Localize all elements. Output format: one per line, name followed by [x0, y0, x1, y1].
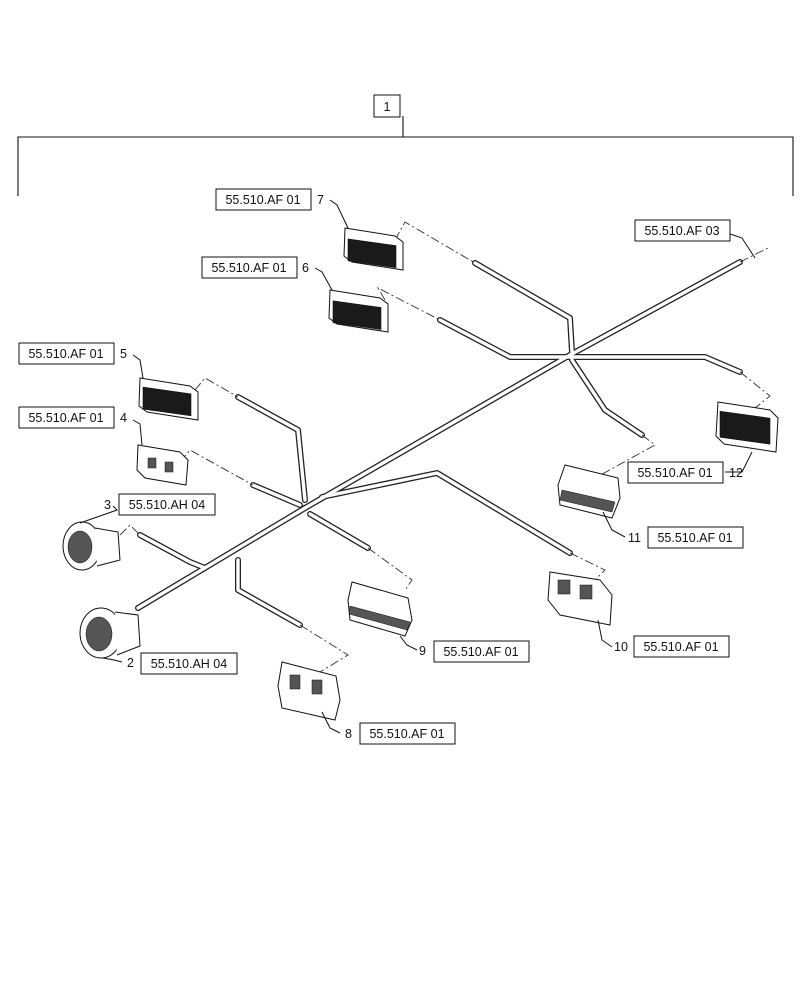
connector-12	[715, 401, 779, 453]
item-number-6: 6	[302, 261, 309, 275]
harness-wire	[236, 395, 307, 502]
harness-wire-outline	[437, 317, 573, 360]
ref-label-12: 55.510.AF 01	[637, 466, 712, 480]
harness-wire	[136, 260, 742, 610]
ref-label-2: 55.510.AH 04	[151, 657, 227, 671]
harness-wire	[308, 512, 370, 550]
harness-wires	[135, 259, 743, 628]
harness-wire-outline	[472, 260, 575, 355]
ref-label-4: 55.510.AF 01	[28, 411, 103, 425]
assembly-bracket: 1	[17, 94, 794, 196]
callout-3: 3 55.510.AH 04	[104, 493, 216, 516]
leader-lines	[79, 199, 756, 734]
callout-12: 55.510.AF 01 12	[627, 461, 743, 484]
ref-label-trunk: 55.510.AF 03	[644, 224, 719, 238]
connector-8	[277, 661, 341, 721]
ref-label-9: 55.510.AF 01	[443, 645, 518, 659]
item-number-4: 4	[120, 411, 127, 425]
dashed-connections	[119, 221, 771, 673]
item-number-5: 5	[120, 347, 127, 361]
item-number-12: 12	[729, 466, 743, 480]
item-number-9: 9	[419, 644, 426, 658]
harness-wire-outline	[135, 259, 743, 611]
ref-label-11: 55.510.AF 01	[657, 531, 732, 545]
ref-label-3: 55.510.AH 04	[129, 498, 205, 512]
harness-wire	[473, 261, 574, 354]
connector-3-circular	[62, 521, 121, 571]
connector-6	[328, 289, 389, 333]
connector-4	[136, 444, 189, 486]
ref-label-5: 55.510.AF 01	[28, 347, 103, 361]
connector-9	[347, 581, 413, 637]
callout-2: 2 55.510.AH 04	[127, 652, 238, 675]
callout-6: 55.510.AF 01 6	[201, 256, 309, 279]
item-number-2: 2	[127, 656, 134, 670]
ref-label-7: 55.510.AF 01	[225, 193, 300, 207]
callout-10: 10 55.510.AF 01	[614, 635, 730, 658]
callout-11: 11 55.510.AF 01	[628, 526, 744, 549]
harness-wire-outline	[569, 354, 743, 375]
item-number-11: 11	[628, 531, 641, 545]
callout-7: 55.510.AF 01 7	[215, 188, 324, 211]
harness-wire-outline	[235, 557, 303, 628]
item-number-8: 8	[345, 727, 352, 741]
harness-wire	[570, 355, 742, 374]
callout-9: 9 55.510.AF 01	[419, 640, 530, 663]
connector-5	[138, 377, 199, 421]
callout-8: 8 55.510.AF 01	[345, 722, 456, 745]
callout-4: 55.510.AF 01 4	[18, 406, 127, 429]
connector-2-circular	[79, 607, 141, 659]
connector-11	[557, 464, 621, 519]
item-number-1: 1	[384, 100, 391, 114]
callout-5: 55.510.AF 01 5	[18, 342, 127, 365]
harness-wire	[138, 533, 207, 570]
ref-label-10: 55.510.AF 01	[643, 640, 718, 654]
callout-trunk: 55.510.AF 03	[634, 219, 731, 242]
harness-wire	[320, 471, 572, 555]
item-number-7: 7	[317, 193, 324, 207]
connector-10	[547, 571, 613, 626]
harness-wire	[236, 558, 302, 627]
ref-label-8: 55.510.AF 01	[369, 727, 444, 741]
item-number-10: 10	[614, 640, 628, 654]
item-number-3: 3	[104, 498, 111, 512]
harness-wire	[438, 318, 572, 359]
ref-label-6: 55.510.AF 01	[211, 261, 286, 275]
harness-wire	[570, 358, 644, 437]
connector-7	[343, 227, 404, 271]
harness-wire-outline	[569, 357, 645, 438]
harness-wire-outline	[235, 394, 308, 503]
harness-wire	[251, 483, 302, 507]
